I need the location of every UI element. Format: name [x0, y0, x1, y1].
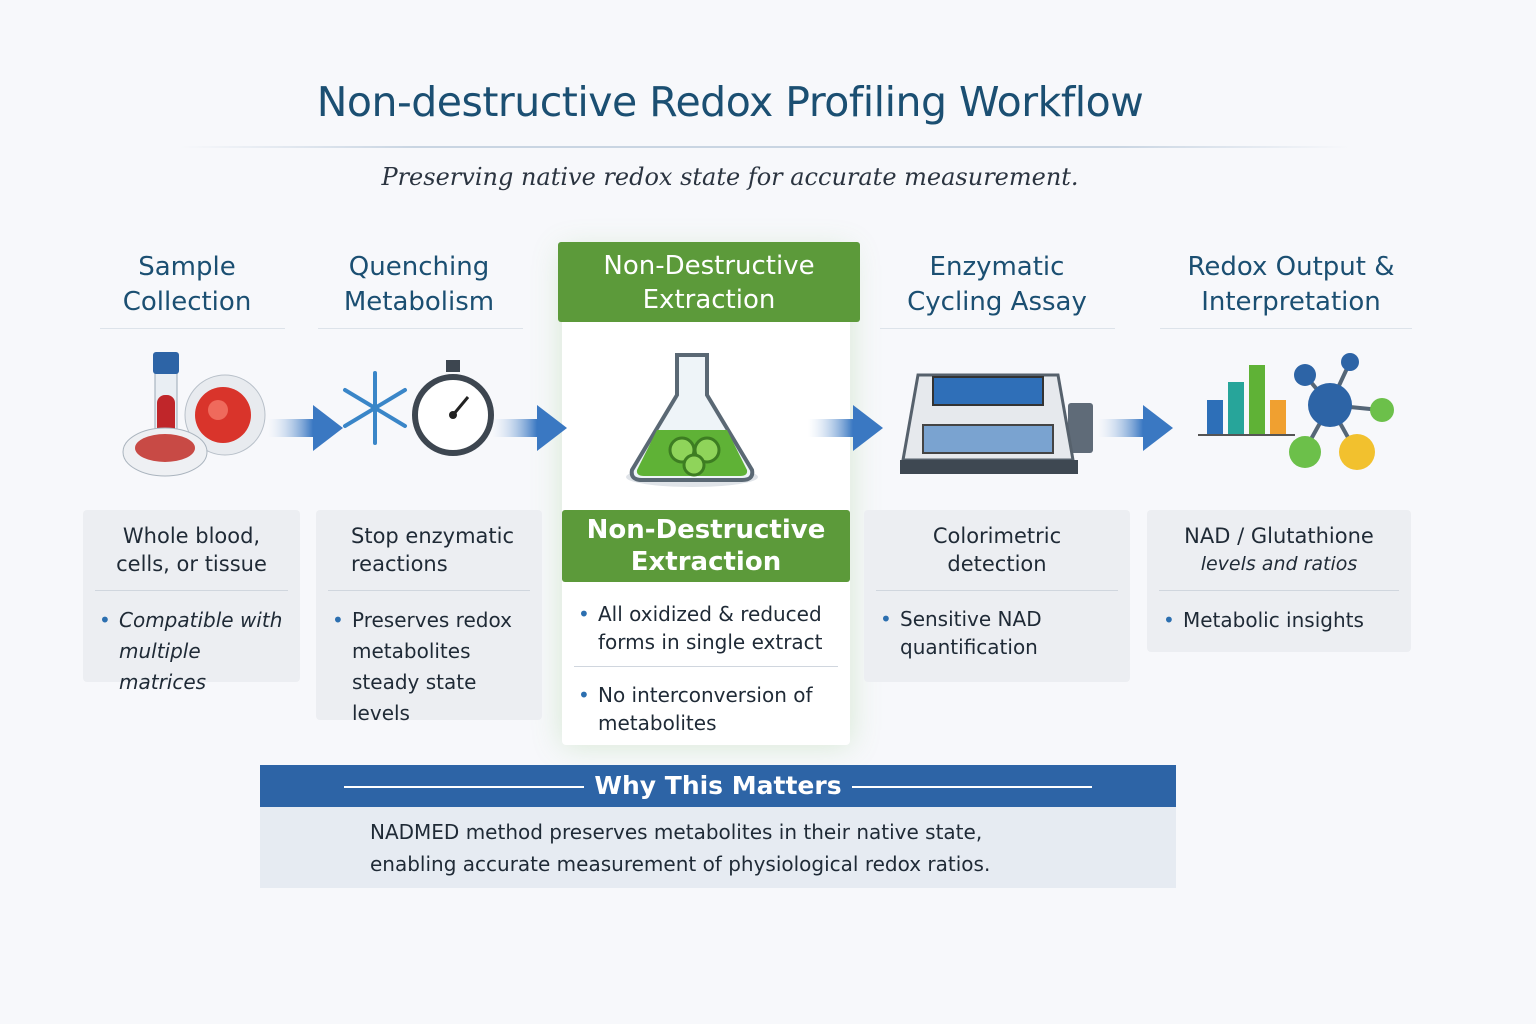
header-line: Interpretation	[1201, 287, 1381, 317]
bullet-item: Compatible with multiple matrices	[83, 591, 300, 698]
box-main-text: Extraction	[630, 547, 782, 577]
step-box-output: NAD / Glutathione levels and ratios Metab…	[1147, 510, 1411, 652]
arrow-right-icon	[1098, 405, 1173, 451]
flask-icon	[626, 353, 758, 487]
step-box-enzymatic: Colorimetric detection Sensitive NAD quan…	[864, 510, 1130, 682]
bullet-item: No interconversion of metabolites	[562, 667, 850, 737]
header-line: Sample	[138, 252, 236, 282]
divider	[318, 328, 523, 329]
blood-sample-icon	[122, 352, 266, 477]
header-line: Extraction	[642, 285, 776, 315]
box-main-text: Colorimetric	[932, 524, 1062, 548]
divider	[1160, 328, 1412, 329]
box-main-text: reactions	[351, 552, 448, 576]
header-line: Non-Destructive	[603, 251, 815, 281]
snowflake-stopwatch-icon	[343, 360, 494, 456]
header-line: Metabolism	[343, 287, 495, 317]
box-main-text: Non-Destructive	[586, 515, 826, 545]
header-line: Quenching	[348, 252, 490, 282]
arrow-right-icon	[268, 405, 343, 451]
plate-reader-icon	[900, 373, 1093, 474]
subtitle: Preserving native redox state for accura…	[381, 163, 1079, 191]
header-line: Cycling Assay	[907, 287, 1087, 317]
box-main-text: levels and ratios	[1200, 553, 1358, 575]
header-line: Collection	[122, 287, 252, 317]
step-box-sample-collection: Whole blood,cells, or tissue Compatible …	[83, 510, 300, 694]
bullet-item: Metabolic insights	[1147, 591, 1411, 636]
box-main-text: Whole blood,	[122, 524, 261, 548]
page-title: Non-destructive Redox Profiling Workflow	[316, 78, 1144, 126]
why-title: Why This Matters	[594, 771, 842, 800]
why-this-matters-header: Why This Matters	[260, 765, 1176, 807]
divider	[100, 328, 285, 329]
arrow-right-icon	[808, 405, 883, 451]
box-main-text: detection	[947, 552, 1047, 576]
why-this-matters-body: NADMED method preserves metabolites in t…	[260, 807, 1176, 888]
header-line: Redox Output &	[1187, 252, 1395, 282]
box-main-text: Stop enzymatic	[351, 524, 515, 548]
box-main-text: NAD / Glutathione	[1184, 524, 1374, 548]
box-main-text: cells, or tissue	[116, 552, 267, 576]
step-header-output: Redox Output & Interpretation	[1160, 250, 1422, 320]
arrow-right-icon	[492, 405, 567, 451]
divider	[880, 328, 1115, 329]
bullet-item: All oxidized & reduced forms in single e…	[562, 582, 850, 656]
header-line: Enzymatic	[929, 252, 1065, 282]
chart-molecule-icon	[1198, 353, 1394, 470]
title-divider	[180, 146, 1350, 148]
bullet-item: Preserves redox metabolites steady state…	[316, 591, 542, 729]
highlight-card	[562, 250, 850, 745]
bullet-item: Sensitive NAD quantification	[864, 591, 1130, 661]
